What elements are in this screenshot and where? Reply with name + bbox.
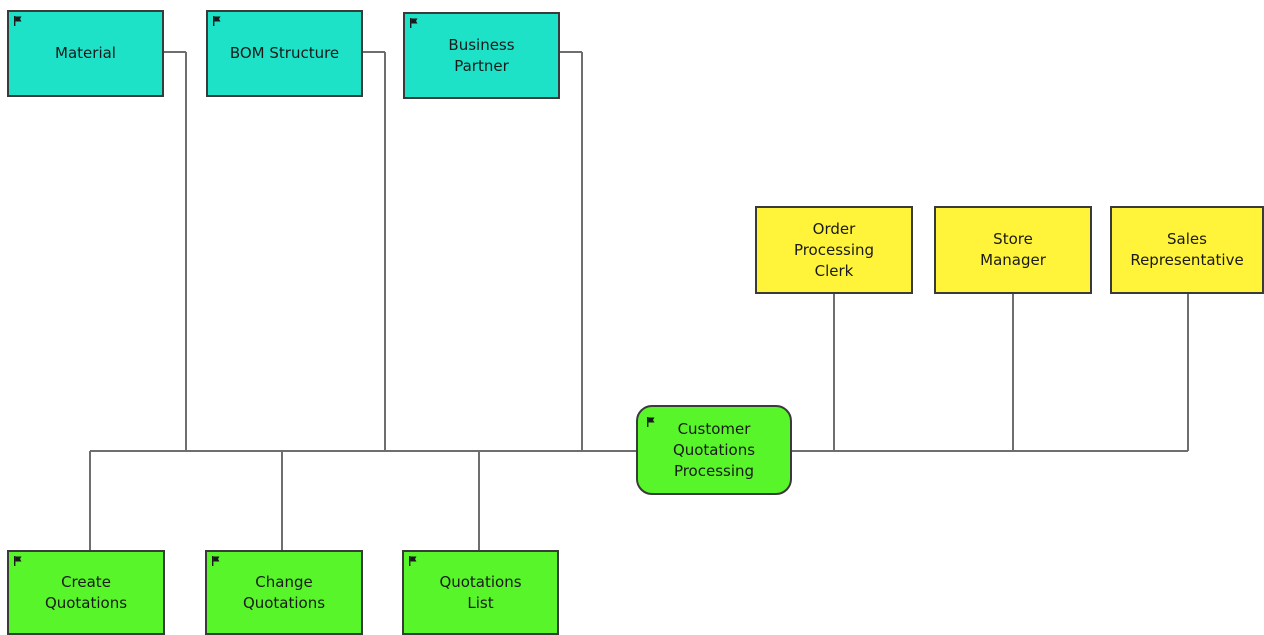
process-customer-quotations-processing-label: Customer Quotations Processing — [672, 419, 756, 480]
role-store-manager[interactable]: Store Manager — [934, 206, 1092, 294]
role-order-processing-clerk[interactable]: Order Processing Clerk — [755, 206, 913, 294]
flag-icon — [647, 417, 655, 427]
flag-icon — [14, 556, 22, 566]
function-quotations-list-label: Quotations List — [439, 572, 522, 612]
object-material[interactable]: Material — [7, 10, 164, 97]
process-customer-quotations-processing[interactable]: Customer Quotations Processing — [636, 405, 792, 495]
role-sales-representative-label: Sales Representative — [1130, 230, 1244, 269]
object-bom-structure-label: BOM Structure — [229, 44, 340, 62]
role-order-processing-clerk-label: Order Processing Clerk — [793, 219, 875, 280]
flag-icon — [213, 16, 221, 26]
function-create-quotations[interactable]: Create Quotations — [7, 550, 165, 635]
object-business-partner-label: Business Partner — [448, 35, 515, 75]
flag-icon — [212, 556, 220, 566]
role-sales-representative[interactable]: Sales Representative — [1110, 206, 1264, 294]
object-material-label: Material — [55, 44, 116, 62]
function-create-quotations-label: Create Quotations — [44, 572, 128, 612]
function-quotations-list[interactable]: Quotations List — [402, 550, 559, 635]
role-store-manager-label: Store Manager — [980, 230, 1046, 269]
object-business-partner[interactable]: Business Partner — [403, 12, 560, 99]
flag-icon — [409, 556, 417, 566]
function-change-quotations-label: Change Quotations — [242, 572, 326, 612]
flag-icon — [410, 18, 418, 28]
flag-icon — [14, 16, 22, 26]
object-bom-structure[interactable]: BOM Structure — [206, 10, 363, 97]
function-change-quotations[interactable]: Change Quotations — [205, 550, 363, 635]
